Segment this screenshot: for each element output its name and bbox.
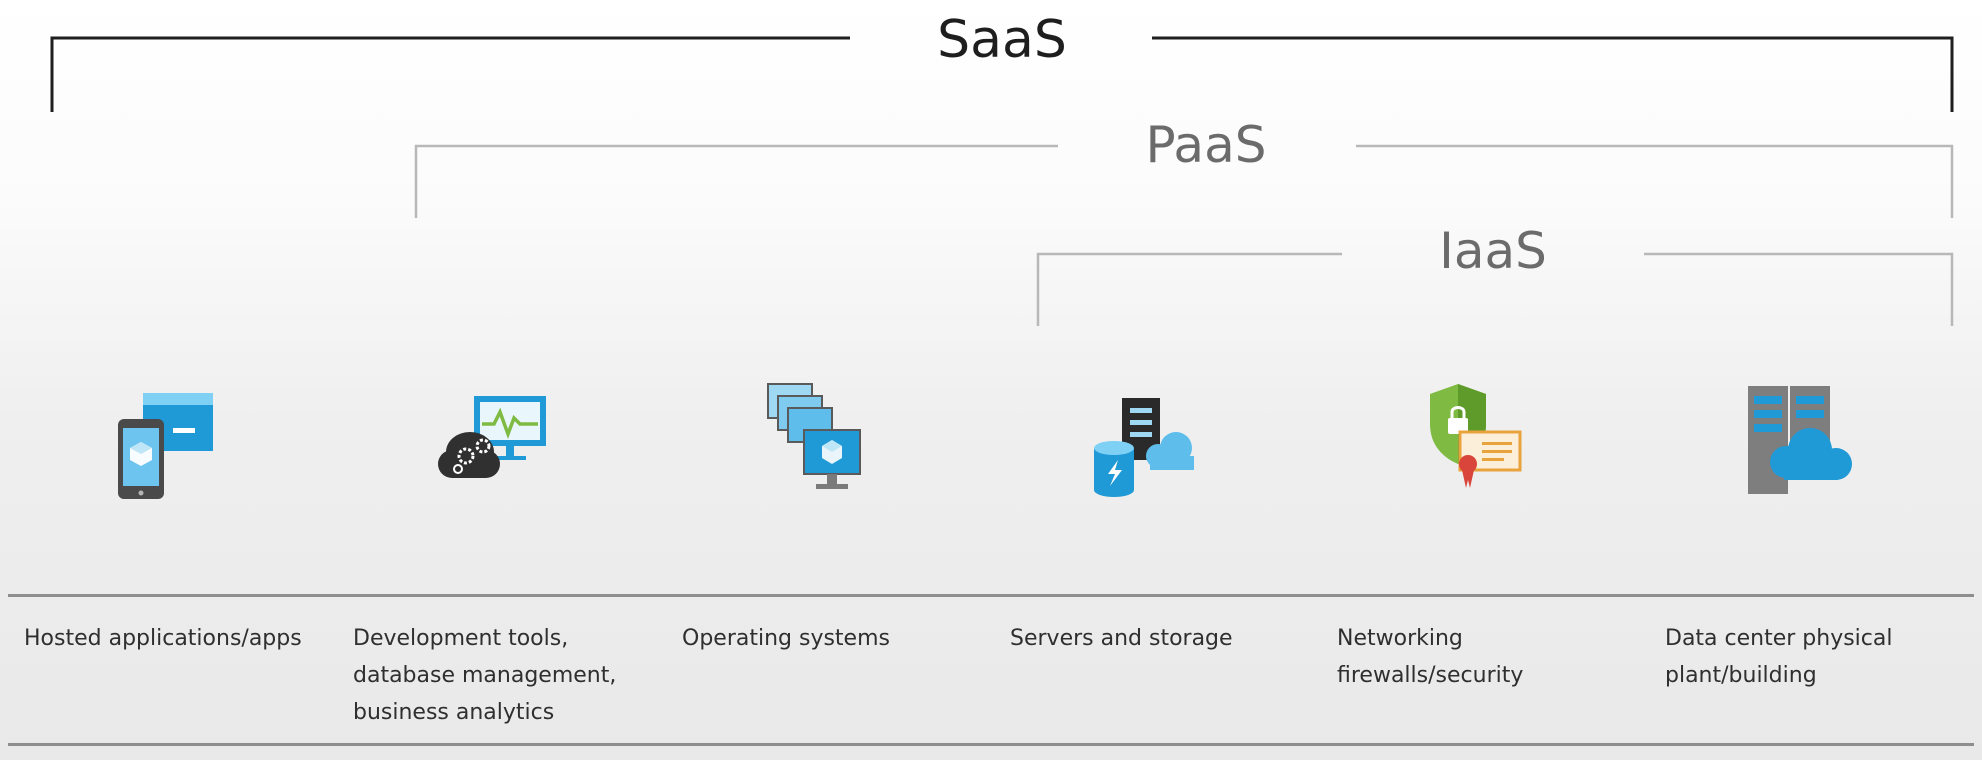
mobile-app-icon <box>100 376 230 506</box>
caption-development-tools: Development tools, database management, … <box>353 626 617 725</box>
paas-label: PaaS <box>1145 116 1267 174</box>
saas-label: SaaS <box>937 10 1067 70</box>
datacenter-icon <box>1728 376 1858 506</box>
iaas-label: IaaS <box>1439 222 1547 280</box>
divider-top <box>8 594 1974 597</box>
server-storage-icon <box>1074 376 1204 506</box>
caption-networking-security: Networking firewalls/security <box>1337 626 1524 688</box>
security-certificate-icon <box>1400 376 1530 506</box>
iaas-bracket <box>1036 252 1954 326</box>
virtual-machines-icon <box>750 376 880 506</box>
paas-bracket <box>414 144 1954 218</box>
dev-tools-icon <box>428 376 558 506</box>
caption-hosted-applications: Hosted applications/apps <box>24 626 302 651</box>
divider-bottom <box>8 743 1974 746</box>
caption-operating-systems: Operating systems <box>682 626 890 651</box>
saas-bracket <box>50 36 1954 112</box>
caption-servers-storage: Servers and storage <box>1010 626 1233 651</box>
caption-data-center: Data center physical plant/building <box>1665 626 1893 688</box>
